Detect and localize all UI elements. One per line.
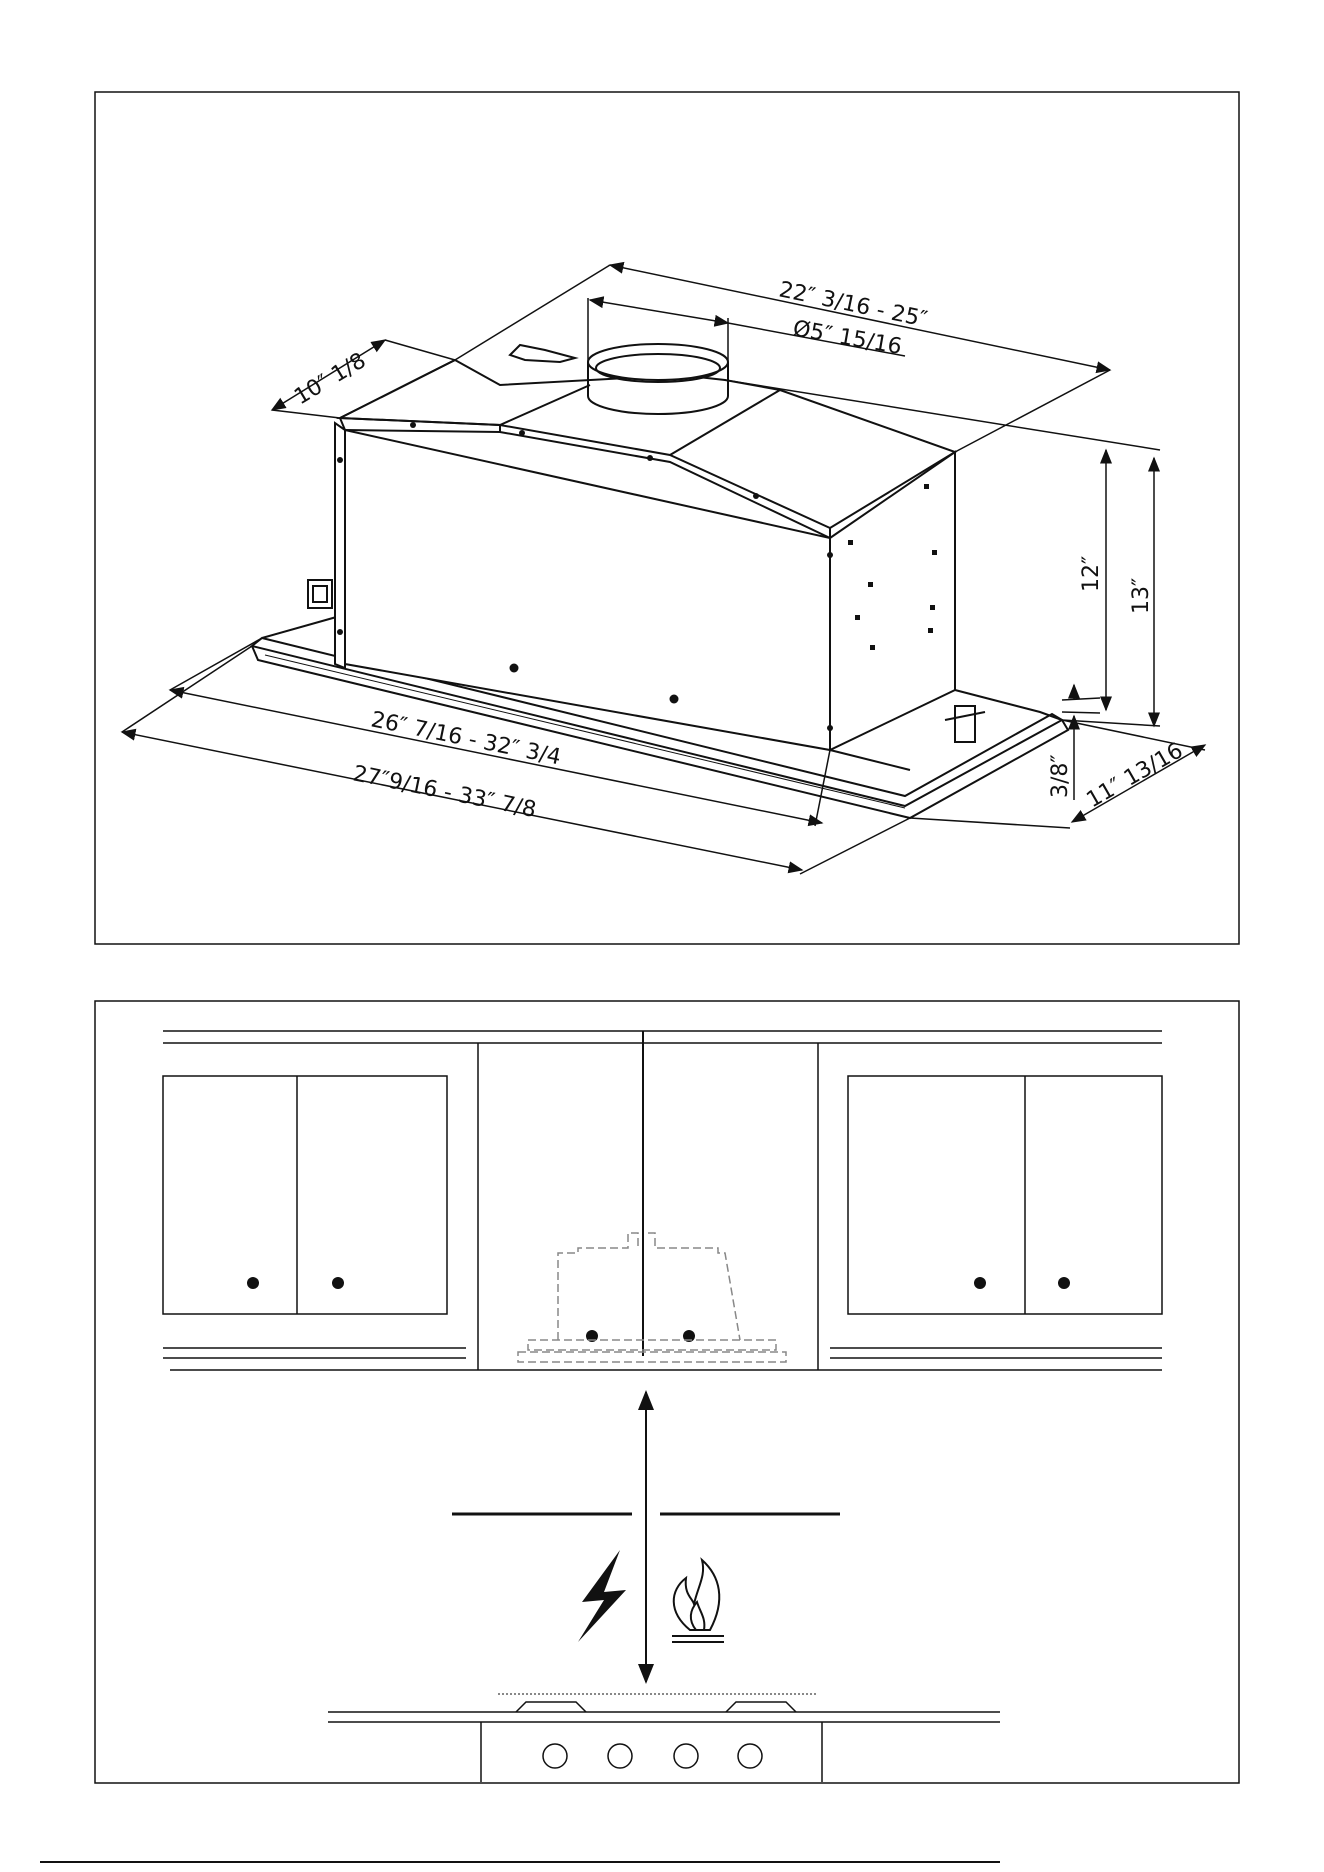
kitchen-cabinets-drawing (163, 1031, 1162, 1370)
electric-bolt-icon (578, 1550, 626, 1642)
dim-height-inner: 12″ (1079, 556, 1104, 592)
concealed-hood-outline (518, 1233, 786, 1362)
dim-width-outer: 27″9/16 - 33″ 7/8 (351, 761, 538, 823)
gas-flame-icon (672, 1560, 724, 1642)
cooktop-knob (738, 1744, 762, 1768)
bottom-panel-frame (95, 1001, 1239, 1783)
dim-height-outer: 13″ (1129, 578, 1154, 614)
dim-side-width: 11″ 13/16 (1083, 738, 1188, 813)
cabinet-knobs (247, 1277, 1070, 1342)
cooktop-knob (608, 1744, 632, 1768)
cooktop-knob (543, 1744, 567, 1768)
dim-side-depth: 10″ 1/8 (290, 348, 370, 410)
dim-flange-thickness: 3/8″ (1048, 754, 1073, 798)
dim-width-inner: 26″ 7/16 - 32″ 3/4 (369, 707, 563, 770)
cooktop-knob (674, 1744, 698, 1768)
cooktop-drawing (328, 1694, 1000, 1782)
